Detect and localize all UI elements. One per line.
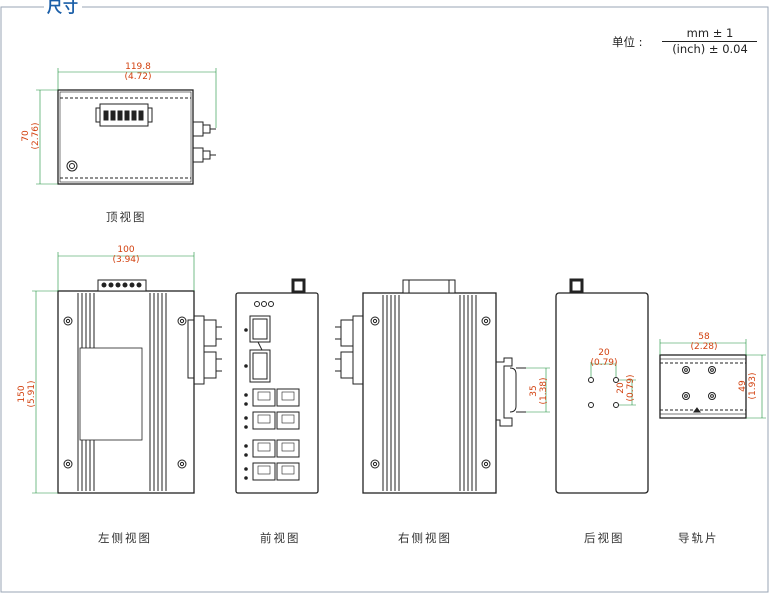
left-height-in: (5.91): [27, 380, 37, 408]
left-view-drawing: [57, 279, 222, 494]
top-height-mm: 70: [21, 130, 31, 142]
rear-view-drawing: [555, 278, 649, 494]
section-title: 尺寸: [44, 0, 83, 17]
right-clip-dimension: 35 (1.38): [529, 366, 549, 416]
rail-width-dimension: 58 (2.28): [674, 332, 734, 352]
rail-plate-drawing: [659, 354, 747, 419]
left-width-mm: 100: [117, 245, 135, 255]
left-height-dimension: 150 (5.91): [17, 369, 37, 419]
right-clip-mm: 35: [529, 385, 539, 397]
left-view-caption: 左侧视图: [98, 531, 152, 545]
frame-border: [0, 6, 769, 593]
rear-h-dimension: 20 (0.79): [584, 348, 624, 368]
right-view-dimension-lines: [526, 367, 550, 413]
unit-fraction-bar: [662, 41, 757, 42]
rear-view-caption: 后视图: [584, 531, 625, 545]
rear-h-in: (0.79): [590, 358, 618, 368]
rear-v-in: (0.79): [626, 374, 636, 402]
right-clip-in: (1.38): [539, 377, 549, 405]
rail-height-dimension: 49 (1.93): [738, 361, 758, 411]
top-height-in: (2.76): [31, 122, 41, 150]
top-width-in: (4.72): [124, 72, 152, 82]
left-view-dimension-lines: [32, 252, 195, 494]
top-height-dimension: 70 (2.76): [21, 111, 41, 161]
rear-h-mm: 20: [598, 348, 610, 358]
left-width-in: (3.94): [112, 255, 140, 265]
top-view-drawing: [57, 89, 216, 185]
unit-denominator: (inch) ± 0.04: [672, 42, 748, 56]
top-width-dimension: 119.8 (4.72): [108, 62, 168, 82]
rail-height-mm: 49: [738, 380, 748, 392]
rail-height-in: (1.93): [748, 372, 758, 400]
unit-numerator: mm ± 1: [686, 26, 734, 40]
left-width-dimension: 100 (3.94): [96, 245, 156, 265]
rail-caption: 导轨片: [678, 531, 719, 545]
front-view-caption: 前视图: [260, 531, 301, 545]
rail-width-mm: 58: [698, 332, 710, 342]
right-view-caption: 右侧视图: [398, 531, 452, 545]
unit-label: 单位 :: [612, 35, 643, 49]
top-view-caption: 顶视图: [106, 210, 147, 224]
rear-v-dimension: 20 (0.79): [616, 363, 636, 413]
rail-width-in: (2.28): [690, 342, 718, 352]
front-view-drawing: [235, 278, 319, 494]
left-height-mm: 150: [17, 385, 27, 403]
rear-v-mm: 20: [616, 382, 626, 394]
top-view-dimension-lines: [36, 68, 217, 185]
right-view-drawing: [335, 279, 526, 494]
rear-view-dimension-lines: [590, 362, 636, 406]
rail-dimension-lines: [659, 339, 766, 419]
top-width-mm: 119.8: [125, 62, 151, 72]
